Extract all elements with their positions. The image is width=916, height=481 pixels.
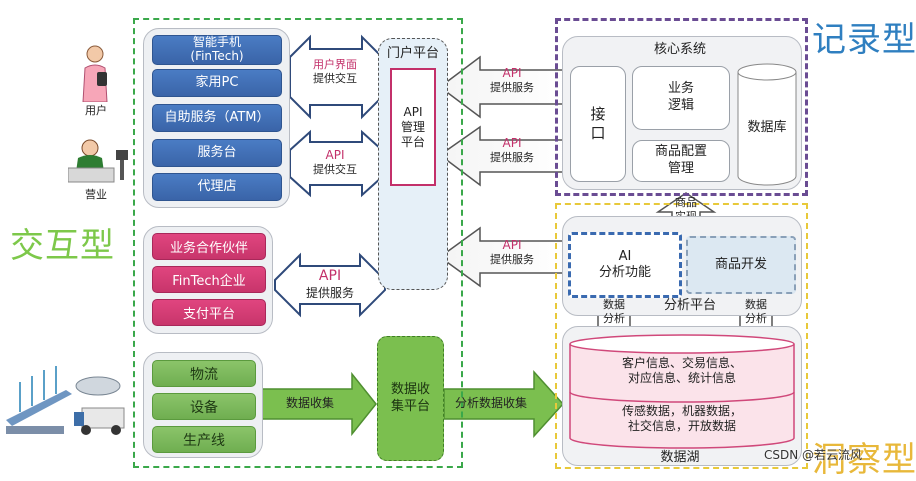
branch-label: 营业 [85, 188, 107, 201]
channel-home-pc[interactable]: 家用PC [152, 69, 282, 97]
iot-equipment[interactable]: 设备 [152, 393, 256, 420]
desk-provide-interaction-label: 提供交互 [313, 163, 357, 176]
core-provide-2: 提供服务 [490, 151, 534, 164]
analysis-collect-label: 分析数据收集 [454, 396, 527, 410]
user-avatar [80, 44, 110, 103]
core-database[interactable] [736, 62, 798, 186]
core-api-1: API [502, 66, 522, 80]
interactive-title: 交互型 [10, 226, 115, 266]
csdn-watermark: CSDN @若云流风 [764, 448, 863, 462]
partner-provide-service: 提供服务 [305, 285, 354, 300]
data-collection-platform[interactable]: 数据收 集平台 [377, 336, 444, 461]
core-product-config[interactable]: 商品配置 管理 [632, 140, 730, 182]
partner-api-label: API 提供服务 [290, 268, 370, 301]
analysis-provide: 提供服务 [490, 253, 534, 266]
product-development[interactable]: 商品开发 [686, 236, 796, 294]
data-lake-cylinder[interactable] [568, 334, 796, 450]
channel-smartphone[interactable]: 智能手机 (FinTech) [152, 35, 282, 65]
interactive-frame [133, 18, 463, 468]
data-lake-title: 数据湖 [660, 450, 700, 465]
ai-analysis[interactable]: AI 分析功能 [568, 232, 682, 298]
desk-interaction-label: API 提供交互 [298, 148, 372, 177]
ui-label-line2: 提供交互 [313, 71, 357, 85]
user-label: 用户 [85, 104, 107, 117]
core-interface[interactable]: 接 口 [570, 66, 626, 182]
collection-platform-label: 数据收 集平台 [390, 382, 430, 414]
data-collect-label: 数据收集 [285, 396, 334, 410]
analysis-api: API [502, 238, 522, 252]
api-management-platform[interactable]: API 管理 平台 [390, 68, 436, 186]
core-business-logic[interactable]: 业务 逻辑 [632, 66, 730, 130]
data-collect-arrow [261, 371, 377, 437]
branch-staff-avatar [67, 138, 130, 184]
core-service-label-2: API 提供服务 [482, 136, 542, 165]
iot-logistics[interactable]: 物流 [152, 360, 256, 387]
lake-row-1: 客户信息、交易信息、 对应信息、统计信息 [621, 356, 742, 385]
product-dev-label: 商品开发 [714, 256, 767, 272]
channel-agency[interactable]: 代理店 [152, 173, 282, 201]
partner-payment[interactable]: 支付平台 [152, 299, 266, 326]
ui-interaction-label: 用户界面 提供交互 [298, 58, 372, 86]
lake-row-2: 传感数据，机器数据， 社交信息，开放数据 [621, 404, 742, 433]
desk-api-label: API [325, 148, 345, 162]
record-title: 记录型 [812, 20, 916, 60]
ai-analysis-label: AI 分析功能 [598, 248, 651, 280]
channel-service-desk[interactable]: 服务台 [152, 139, 282, 167]
core-api-2: API [502, 136, 522, 150]
database-label: 数据库 [747, 120, 787, 135]
portal-title: 门户平台 [386, 46, 439, 61]
data-analysis-label-right: 数据 分析 [745, 298, 767, 325]
core-service-label-1: API 提供服务 [482, 66, 542, 95]
iot-illustration [6, 360, 134, 440]
data-analysis-label-left: 数据 分析 [603, 298, 625, 325]
iot-production-line[interactable]: 生产线 [152, 426, 256, 453]
channel-atm[interactable]: 自助服务（ATM） [152, 104, 282, 132]
analysis-platform-title: 分析平台 [650, 298, 730, 315]
partner-double-arrow [274, 252, 386, 318]
partner-api-text: API [318, 268, 342, 284]
api-mgmt-label: API 管理 平台 [400, 104, 425, 149]
core-provide-1: 提供服务 [490, 81, 534, 94]
analysis-service-label: API 提供服务 [482, 238, 542, 267]
partner-business[interactable]: 业务合作伙伴 [152, 233, 266, 260]
partner-fintech[interactable]: FinTech企业 [152, 266, 266, 293]
insight-frame [555, 203, 808, 469]
record-frame [555, 18, 808, 196]
ui-label-line1: 用户界面 [313, 58, 357, 71]
analysis-collect-arrow [443, 370, 565, 438]
core-title: 核心系统 [653, 42, 706, 57]
